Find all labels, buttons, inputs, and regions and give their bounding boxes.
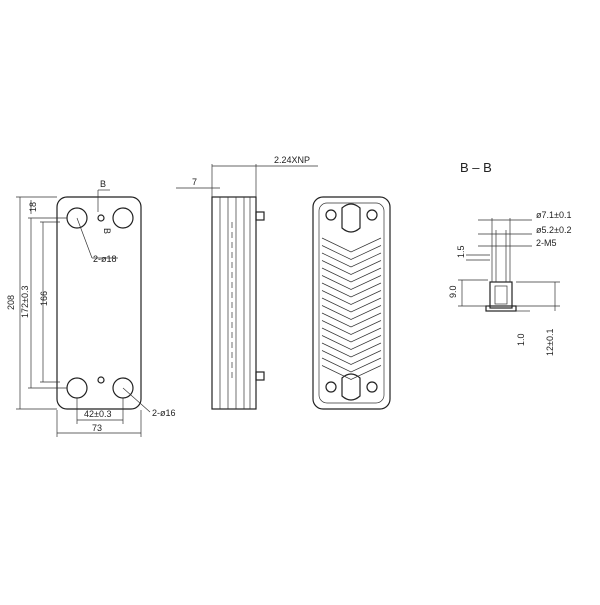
chevron-line [321,342,382,358]
plate-chevron-pattern [321,237,382,380]
plate-port-br [366,381,378,393]
chevron-line [321,327,382,343]
chevron-line [321,312,382,328]
plate-port-tr [366,209,378,221]
leader-bottom-port [122,387,151,413]
dim-208: 208 [6,295,16,310]
pin-top [97,214,105,222]
plate-view [312,196,391,410]
port-bottom-left [66,377,88,399]
chevron-line [321,290,382,305]
dim-42: 42±0.3 [84,409,111,419]
dim-12: 12±0.1 [545,329,555,356]
section-view: B – B ø7.1±0.1 ø5.2±0.2 2-M5 1.5 9.0 1.0… [448,160,571,356]
dim-73: 73 [92,423,102,433]
chevron-line [321,252,382,268]
dim-1-5: 1.5 [456,245,466,258]
dim-dia-outer: ø7.1±0.1 [536,210,571,220]
dim-172: 172±0.3 [20,286,30,318]
dim-thickness: 2.24XNP [274,155,310,165]
stud-bottom [255,371,265,381]
port-top-right [112,207,134,229]
section-mark-bottom: B [102,228,112,234]
chevron-line [321,335,382,350]
plate-top-slot [341,203,361,233]
chevron-line [321,320,382,335]
dim-dia-inner: ø5.2±0.2 [536,225,571,235]
side-view: 2.24XNP 7 [176,155,318,410]
chevron-line [321,267,382,283]
chevron-line [321,282,382,298]
chevron-line [321,245,382,260]
chevron-line [321,305,382,320]
chevron-line [321,350,382,365]
dim-166: 166 [39,291,49,306]
section-base [485,305,517,312]
front-view: 2-ø18 2-ø16 B B 208 172±0.3 166 18 42±0.… [6,179,176,437]
plate-port-tl [325,209,337,221]
pin-bottom [97,376,105,384]
chevron-line [321,365,382,380]
stud-top [255,211,265,221]
chevron-line [321,357,382,373]
plate-outline [312,196,391,410]
plate-port-bl [325,381,337,393]
top-port-note: 2-ø18 [93,254,117,264]
dim-flange: 7 [192,177,197,187]
leader-top-port [76,217,93,259]
chevron-line [321,297,382,313]
chevron-line [321,275,382,290]
chevron-line [321,260,382,275]
front-plate-outline [56,196,142,410]
plate-bottom-slot [341,373,361,401]
side-body-outline [211,196,257,410]
bottom-port-note: 2-ø16 [152,408,176,418]
section-title: B – B [460,160,492,175]
dim-thread: 2-M5 [536,238,557,248]
section-mark-top: B [100,179,106,189]
chevron-line [321,237,382,253]
dim-18: 18 [28,202,38,212]
dim-9-0: 9.0 [448,285,458,298]
dim-1-0: 1.0 [516,333,526,346]
section-boss [489,281,513,309]
